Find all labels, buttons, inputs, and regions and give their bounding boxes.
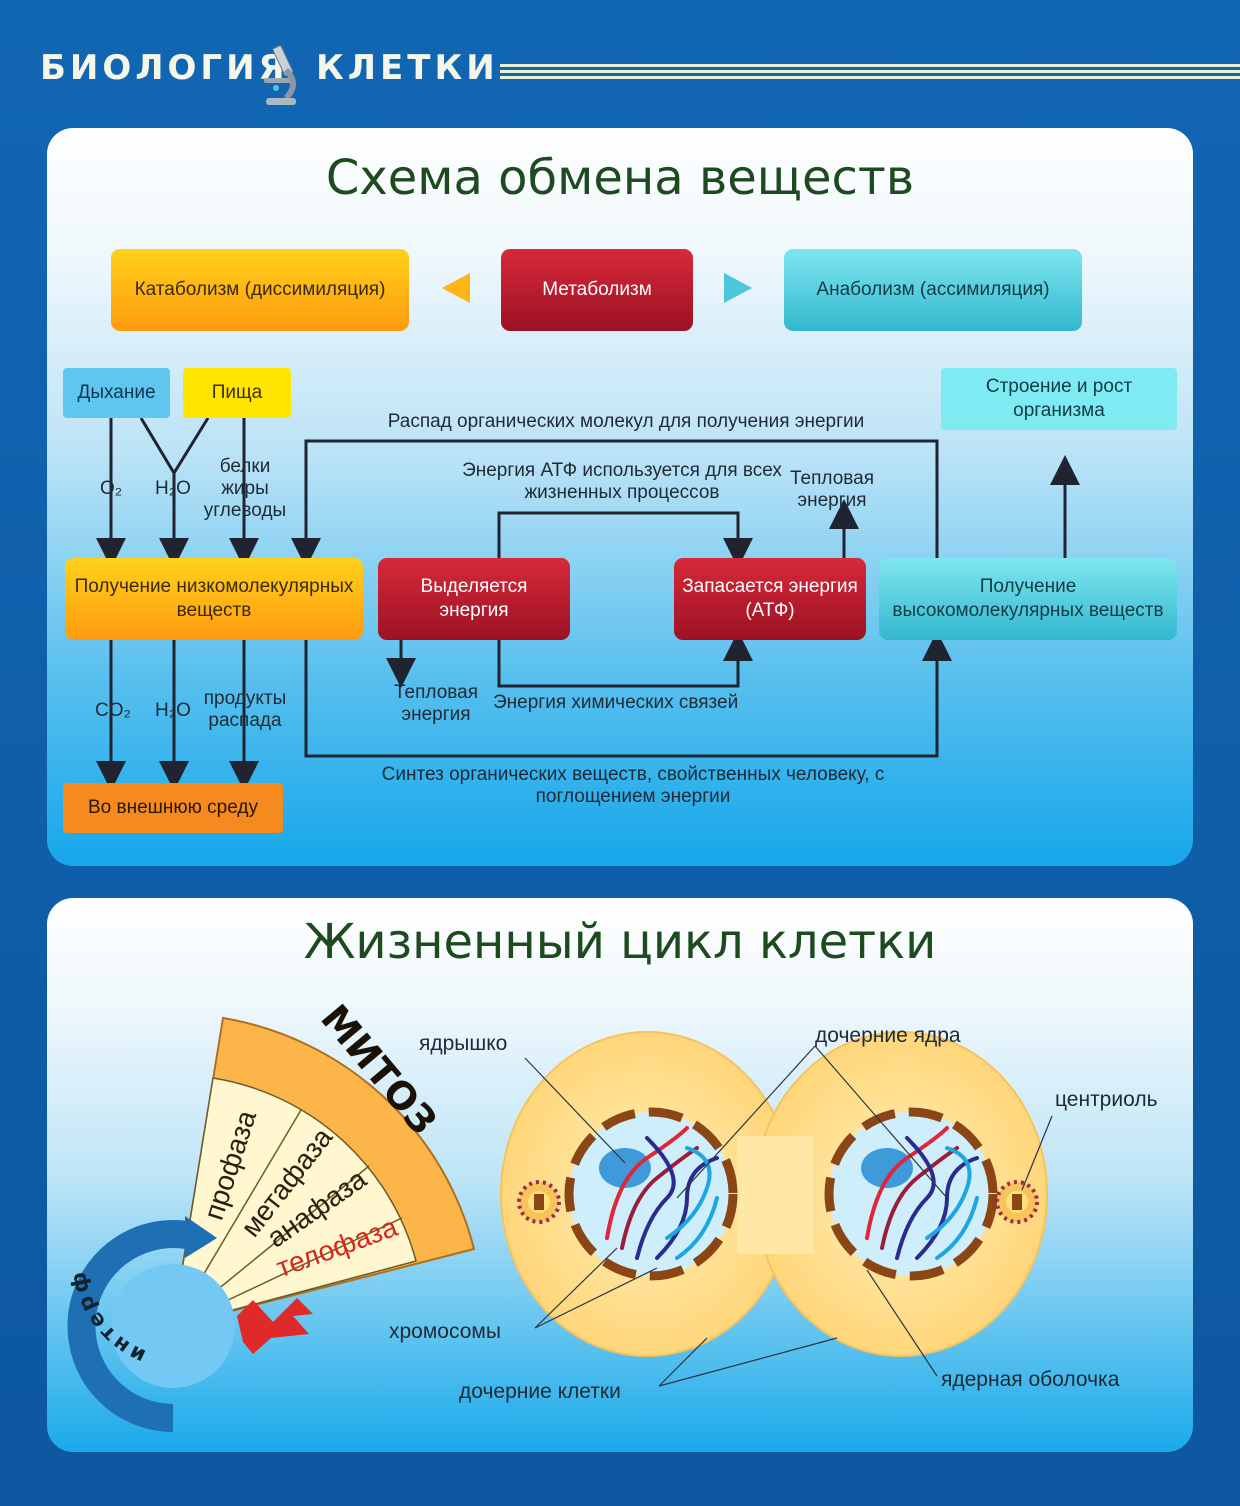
nuclear-envelope-label: ядерная оболочка bbox=[941, 1368, 1120, 1391]
low-mol-box: Получение низкомолекулярных веществ bbox=[65, 558, 363, 640]
environment-box: Во внешнюю среду bbox=[63, 783, 283, 833]
high-mol-box: Получение высокомолекулярных веществ bbox=[879, 558, 1177, 640]
metabolism-box: Метаболизм bbox=[501, 249, 693, 331]
cell-cycle-diagram: МИТОЗ профаза метафаза анафаза телофаза … bbox=[47, 898, 1053, 1432]
synthesis-label: Синтез органических веществ, свойственны… bbox=[381, 764, 885, 807]
food-parts-label: белки жиры углеводы bbox=[203, 456, 287, 521]
chem-bonds-label: Энергия химических связей bbox=[493, 692, 739, 713]
energy-stored-box: Запасается энергия (АТФ) bbox=[674, 558, 866, 640]
co2-label: CO₂ bbox=[95, 700, 131, 721]
nucleolus-label: ядрышко bbox=[419, 1032, 508, 1055]
anabolism-box: Анаболизм (ассимиляция) bbox=[784, 249, 1082, 331]
decay-path-label: Распад органических молекул для получени… bbox=[387, 411, 865, 432]
o2-label: O₂ bbox=[100, 478, 123, 499]
daughter-cells-label: дочерние клетки bbox=[459, 1380, 621, 1403]
metabolism-arrows bbox=[96, 273, 1080, 791]
metabolism-panel: Схема обмена веществ bbox=[47, 128, 1193, 866]
header-title-left: БИОЛОГИЯ bbox=[40, 48, 289, 88]
heat-top-label: Тепловая энергия bbox=[790, 468, 874, 511]
energy-released-box: Выделяется энергия bbox=[378, 558, 570, 640]
division-arrow-icon bbox=[237, 1298, 313, 1354]
arrow-left-icon bbox=[442, 273, 470, 303]
arrow-right-icon bbox=[724, 273, 752, 303]
h2o-out-label: H₂O bbox=[155, 700, 191, 721]
growth-box: Строение и рост организма bbox=[941, 368, 1177, 430]
breathing-box: Дыхание bbox=[63, 368, 170, 418]
cell-cycle-panel: Жизненный цикл клетки МИТОЗ профаза мета… bbox=[47, 898, 1193, 1452]
centriole-icon bbox=[517, 1180, 561, 1224]
dividing-cell bbox=[500, 1031, 1048, 1357]
atp-usage-label: Энергия АТФ используется для всех жизнен… bbox=[462, 460, 782, 503]
interphase-ring bbox=[67, 1216, 235, 1432]
h2o-in-label: H₂O bbox=[155, 478, 191, 499]
daughter-nuclei-label: дочерние ядра bbox=[815, 1024, 961, 1047]
food-box: Пища bbox=[183, 368, 291, 418]
centriole-label: центриоль bbox=[1055, 1088, 1158, 1111]
mitosis-fan bbox=[171, 1016, 476, 1328]
centriole-icon-right bbox=[995, 1180, 1039, 1224]
header-stripes bbox=[500, 64, 1240, 79]
cell-cycle-title: Жизненный цикл клетки bbox=[303, 914, 937, 970]
catabolism-box: Катаболизм (диссимиляция) bbox=[111, 249, 409, 331]
metabolism-title: Схема обмена веществ bbox=[325, 150, 915, 206]
microscope-icon bbox=[264, 45, 296, 105]
heat-bottom-label: Тепловая энергия bbox=[394, 682, 478, 725]
decay-products-label: продукты распада bbox=[203, 688, 287, 731]
chromosomes-label: хромосомы bbox=[389, 1320, 501, 1343]
header-title-right: КЛЕТКИ bbox=[316, 48, 499, 88]
